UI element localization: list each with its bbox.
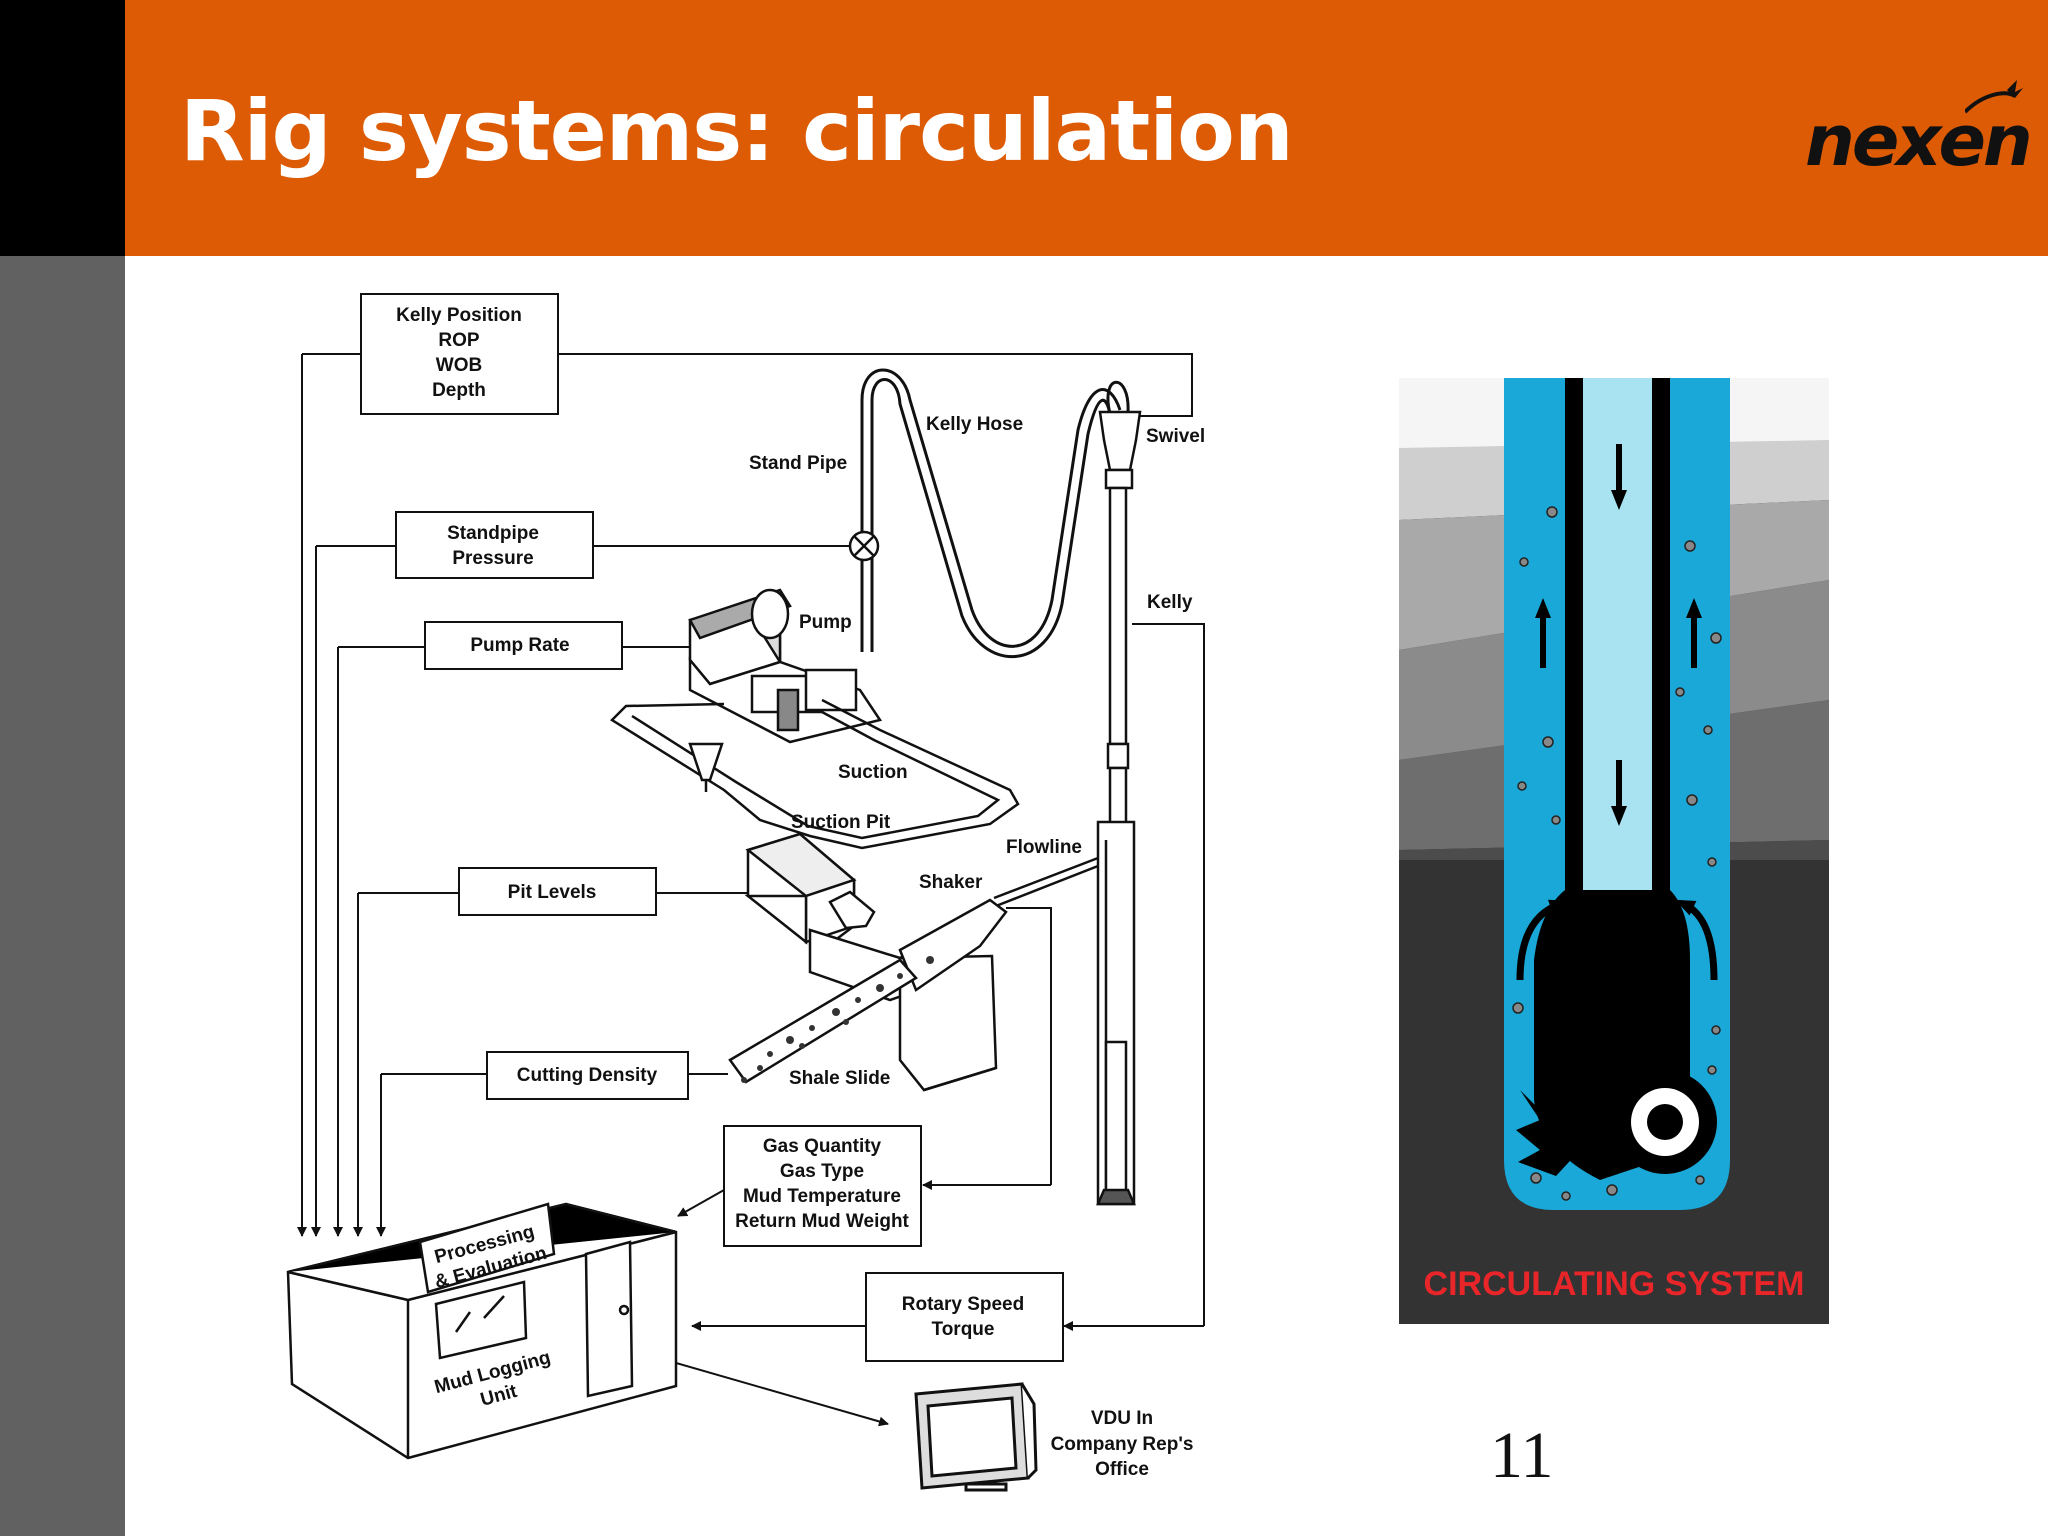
header-bar — [125, 0, 2048, 256]
stand-pipe-label: Stand Pipe — [749, 453, 847, 474]
kelly-position-line-3: WOB — [436, 355, 482, 376]
gas-line-3: Mud Temperature — [743, 1186, 901, 1207]
circulating-system-panel — [1399, 378, 1829, 1324]
vdu-line-2: Company Rep's — [1051, 1434, 1194, 1455]
logo-leaf-icon — [1965, 80, 2023, 114]
cutting-density-box — [486, 1051, 689, 1100]
rotary-box — [865, 1272, 1064, 1362]
gas-line-1: Gas Quantity — [763, 1136, 882, 1157]
shaker-label: Shaker — [919, 872, 983, 893]
sidebar-black-block — [0, 0, 125, 256]
nexen-logo: nexen — [1805, 100, 2033, 182]
suction-pit-label: Suction Pit — [791, 812, 891, 833]
kelly-hose-label: Kelly Hose — [926, 414, 1023, 435]
sidebar-gray-strip — [0, 256, 125, 1536]
suction-label: Suction — [838, 762, 908, 783]
rotary-line-2: Torque — [932, 1319, 995, 1340]
swivel-label: Swivel — [1146, 426, 1205, 447]
shale-slide-label: Shale Slide — [789, 1068, 890, 1089]
gas-line-2: Gas Type — [780, 1161, 864, 1182]
cutting-density-label: Cutting Density — [517, 1065, 658, 1086]
slide-title: Rig systems: circulation — [180, 82, 1294, 180]
standpipe-pressure-line-2: Pressure — [452, 548, 533, 569]
vdu-line-1: VDU In — [1091, 1408, 1153, 1429]
kelly-position-line-4: Depth — [432, 380, 486, 401]
gas-box — [723, 1125, 922, 1247]
kelly-position-line-1: Kelly Position — [396, 305, 522, 326]
rotary-line-1: Rotary Speed — [902, 1294, 1024, 1315]
pump-label: Pump — [799, 612, 852, 633]
gas-line-4: Return Mud Weight — [735, 1211, 909, 1232]
kelly-position-line-2: ROP — [438, 330, 480, 351]
vdu-line-3: Office — [1095, 1459, 1149, 1480]
pump-rate-label: Pump Rate — [470, 635, 569, 656]
pit-levels-label: Pit Levels — [508, 882, 597, 903]
kelly-label: Kelly — [1147, 592, 1193, 613]
page-number: 11 — [1490, 1419, 1554, 1492]
pump-rate-box — [424, 621, 623, 670]
pit-levels-box — [458, 867, 657, 916]
flowline-label: Flowline — [1006, 837, 1082, 858]
standpipe-pressure-line-1: Standpipe — [447, 523, 539, 544]
circulating-system-caption: CIRCULATING SYSTEM — [1424, 1265, 1805, 1303]
